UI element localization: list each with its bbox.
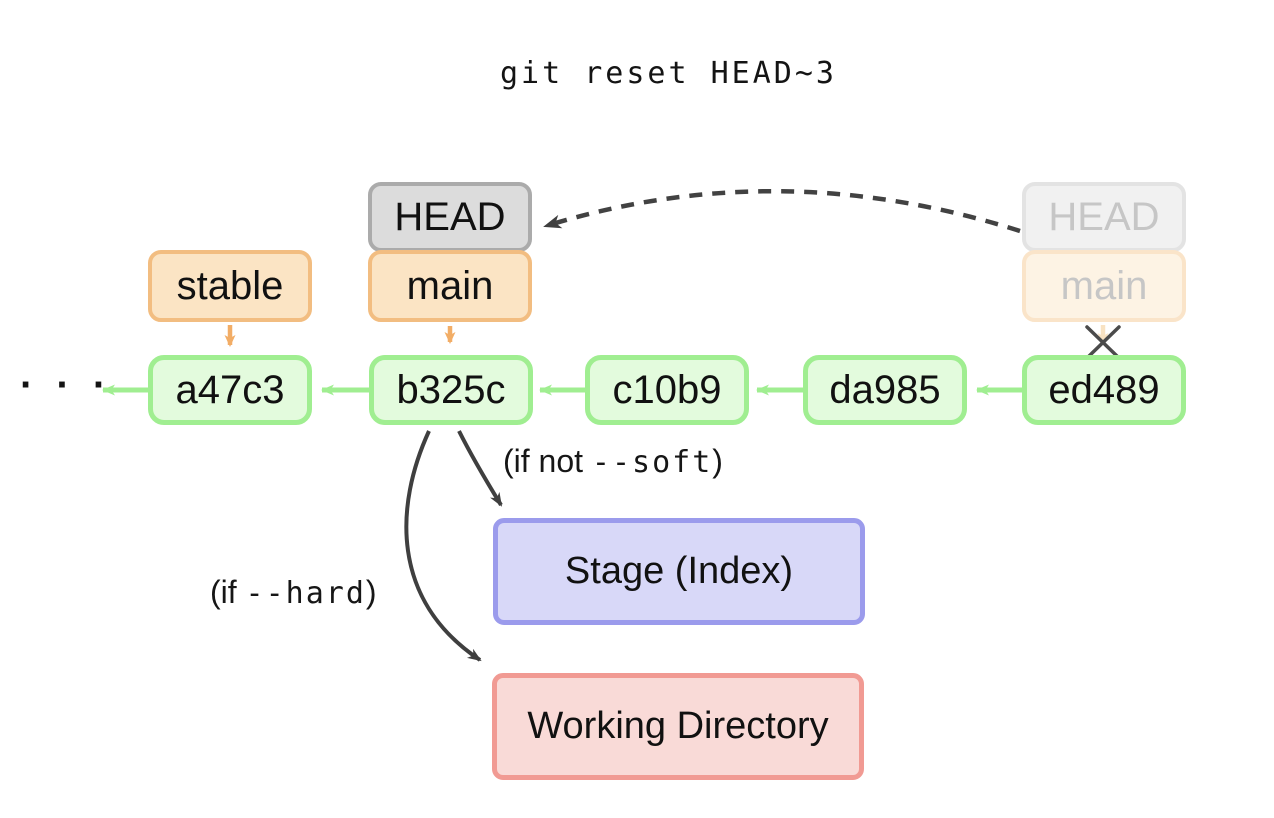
deleted-pointer-cross-icon: [1085, 325, 1121, 360]
commit-id: b325c: [396, 367, 506, 412]
commit-box-a47c3: a47c3: [148, 355, 312, 425]
main-branch-box: main: [368, 250, 532, 322]
if-not-soft-prefix: (if not: [503, 443, 592, 479]
old-main-branch-label: main: [1060, 263, 1148, 308]
commit-id: da985: [829, 367, 941, 412]
working-directory-box: Working Directory: [492, 673, 864, 780]
commit-box-b325c: b325c: [369, 355, 533, 425]
if-hard-label: (if --hard): [210, 574, 377, 611]
commit-box-da985: da985: [803, 355, 967, 425]
diagram-title: git reset HEAD~3: [500, 56, 837, 91]
if-hard-code: --hard: [245, 576, 366, 611]
reset-path-working-arrow: [404, 430, 482, 662]
stage-index-label: Stage (Index): [564, 550, 794, 592]
old-head-label: HEAD: [1048, 194, 1160, 239]
stable-branch-label: stable: [176, 263, 284, 308]
if-not-soft-suffix: ): [712, 443, 723, 479]
if-not-soft-code: --soft: [591, 445, 713, 480]
if-hard-suffix: ): [365, 574, 377, 610]
commit-box-c10b9: c10b9: [585, 355, 749, 425]
older-commits-ellipsis: · · ·: [20, 363, 113, 407]
main-branch-label: main: [406, 263, 494, 308]
commit-id: ed489: [1048, 367, 1160, 412]
commit-id: c10b9: [612, 367, 722, 412]
reset-path-stage-arrow: [457, 430, 503, 507]
stable-branch-box: stable: [148, 250, 312, 322]
if-not-soft-label: (if not --soft): [503, 443, 723, 480]
old-main-branch-box: main: [1022, 250, 1186, 322]
stage-index-box: Stage (Index): [493, 518, 865, 625]
old-head-box: HEAD: [1022, 182, 1186, 252]
working-directory-label: Working Directory: [527, 705, 829, 747]
head-move-arrow: [543, 188, 1021, 234]
if-hard-prefix: (if: [210, 574, 246, 610]
head-label: HEAD: [394, 194, 506, 239]
head-box: HEAD: [368, 182, 532, 252]
commit-id: a47c3: [175, 367, 285, 412]
commit-box-ed489: ed489: [1022, 355, 1186, 425]
